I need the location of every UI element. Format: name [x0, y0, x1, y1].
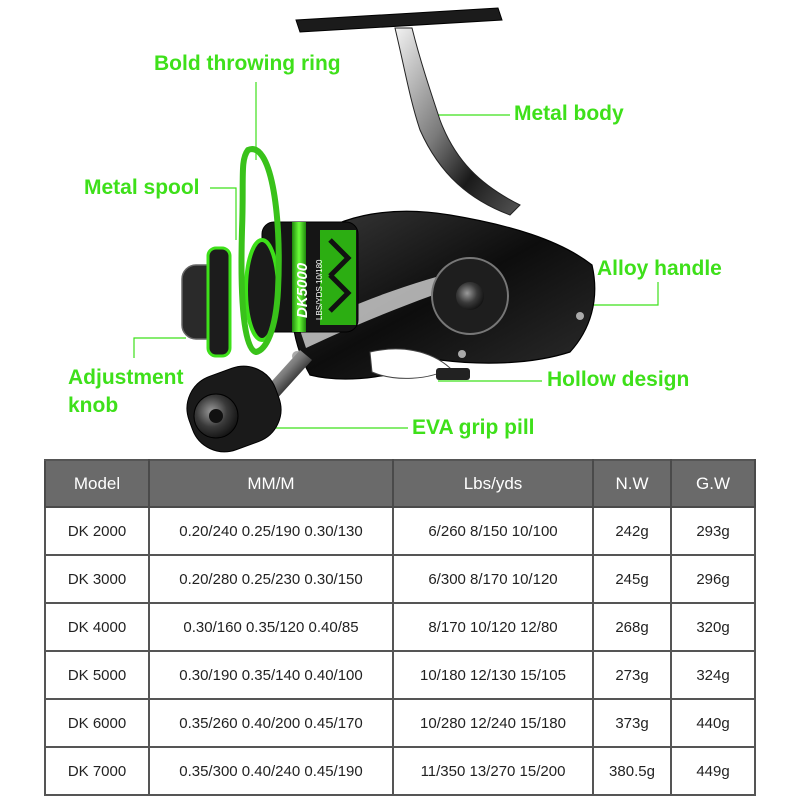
spec-table: Model MM/M Lbs/yds N.W G.W DK 2000 0.20/…: [44, 459, 756, 796]
reel-spool: DK5000 LBS/YDS 10/180: [244, 221, 359, 342]
cell-gross-weight: 293g: [670, 507, 756, 556]
callout-eva-grip-pill: EVA grip pill: [412, 416, 535, 439]
spool-spec-mark: LBS/YDS 10/180: [315, 259, 324, 320]
table-row: DK 7000 0.35/300 0.40/240 0.45/190 11/35…: [44, 747, 756, 796]
handle-arm: [394, 27, 521, 216]
reel-illustration-area: DK5000 LBS/YDS 10/180 Bold throwing ring…: [68, 7, 722, 453]
cell-net-weight: 273g: [592, 651, 672, 700]
cell-gross-weight: 449g: [670, 747, 756, 796]
table-row: DK 5000 0.30/190 0.35/140 0.40/100 10/18…: [44, 651, 756, 700]
cell-net-weight: 380.5g: [592, 747, 672, 796]
table-row: DK 2000 0.20/240 0.25/190 0.30/130 6/260…: [44, 507, 756, 556]
metal-spool-leader: [210, 187, 237, 240]
spool-green-band-1: [292, 222, 306, 332]
adjustment-leader: [133, 337, 186, 358]
callout-adjustment-line-1: Adjustment: [68, 366, 184, 389]
callout-bold-throwing-ring: Bold throwing ring: [154, 52, 341, 75]
cell-net-weight: 373g: [592, 699, 672, 748]
cell-lbs-capacity: 6/260 8/150 10/100: [392, 507, 594, 556]
cell-lbs-capacity: 11/350 13/270 15/200: [392, 747, 594, 796]
knob-ring: [206, 246, 232, 358]
cell-gross-weight: 324g: [670, 651, 756, 700]
callout-hollow-design: Hollow design: [547, 368, 690, 391]
spool-model-mark: DK5000: [294, 262, 311, 318]
cell-lbs-capacity: 10/280 12/240 15/180: [392, 699, 594, 748]
callout-adjustment-knob: Adjustment knob: [68, 364, 184, 420]
cell-gross-weight: 296g: [670, 555, 756, 604]
cell-mm-capacity: 0.30/160 0.35/120 0.40/85: [148, 603, 394, 652]
cell-model: DK 5000: [44, 651, 150, 700]
throwing-ring: [238, 146, 282, 356]
callout-adjustment-line-2: knob: [68, 394, 119, 417]
grip-cap-center: [209, 409, 223, 423]
handle-t-knob: [295, 7, 503, 33]
cell-model: DK 6000: [44, 699, 150, 748]
table-row: DK 3000 0.20/280 0.25/230 0.30/150 6/300…: [44, 555, 756, 604]
cell-mm-capacity: 0.35/260 0.40/200 0.45/170: [148, 699, 394, 748]
cell-net-weight: 242g: [592, 507, 672, 556]
reel-handle: [295, 7, 521, 216]
callout-metal-spool: Metal spool: [84, 176, 200, 199]
spool-green-band-2: [320, 230, 356, 325]
body-screw-2: [458, 350, 466, 358]
cell-lbs-capacity: 6/300 8/170 10/120: [392, 555, 594, 604]
table-row: DK 4000 0.30/160 0.35/120 0.40/85 8/170 …: [44, 603, 756, 652]
cell-model: DK 4000: [44, 603, 150, 652]
anti-reverse-switch: [436, 368, 470, 380]
body-gear-center: [456, 282, 484, 310]
header-gross-weight: G.W: [670, 459, 756, 508]
cell-lbs-capacity: 8/170 10/120 12/80: [392, 603, 594, 652]
cell-mm-capacity: 0.20/280 0.25/230 0.30/150: [148, 555, 394, 604]
cell-mm-capacity: 0.35/300 0.40/240 0.45/190: [148, 747, 394, 796]
drag-adjustment-knob: [181, 246, 232, 358]
header-model: Model: [44, 459, 150, 508]
header-lbs-per-yds: Lbs/yds: [392, 459, 594, 508]
body-screw-3: [576, 312, 584, 320]
callout-alloy-handle: Alloy handle: [597, 257, 722, 280]
cell-model: DK 3000: [44, 555, 150, 604]
callout-metal-body: Metal body: [514, 102, 624, 125]
header-mm-per-m: MM/M: [148, 459, 394, 508]
eva-grip-knob: [186, 350, 312, 453]
cell-model: DK 2000: [44, 507, 150, 556]
cell-gross-weight: 440g: [670, 699, 756, 748]
cell-net-weight: 245g: [592, 555, 672, 604]
cell-lbs-capacity: 10/180 12/130 15/105: [392, 651, 594, 700]
table-row: DK 6000 0.35/260 0.40/200 0.45/170 10/28…: [44, 699, 756, 748]
cell-mm-capacity: 0.30/190 0.35/140 0.40/100: [148, 651, 394, 700]
cell-model: DK 7000: [44, 747, 150, 796]
spool-chevron-2: [328, 273, 352, 313]
reel-illustration: DK5000 LBS/YDS 10/180: [133, 7, 659, 453]
header-net-weight: N.W: [592, 459, 672, 508]
cell-gross-weight: 320g: [670, 603, 756, 652]
cell-net-weight: 268g: [592, 603, 672, 652]
cell-mm-capacity: 0.20/240 0.25/190 0.30/130: [148, 507, 394, 556]
spool-chevron-1: [328, 238, 352, 278]
spec-table-header-row: Model MM/M Lbs/yds N.W G.W: [44, 459, 756, 508]
